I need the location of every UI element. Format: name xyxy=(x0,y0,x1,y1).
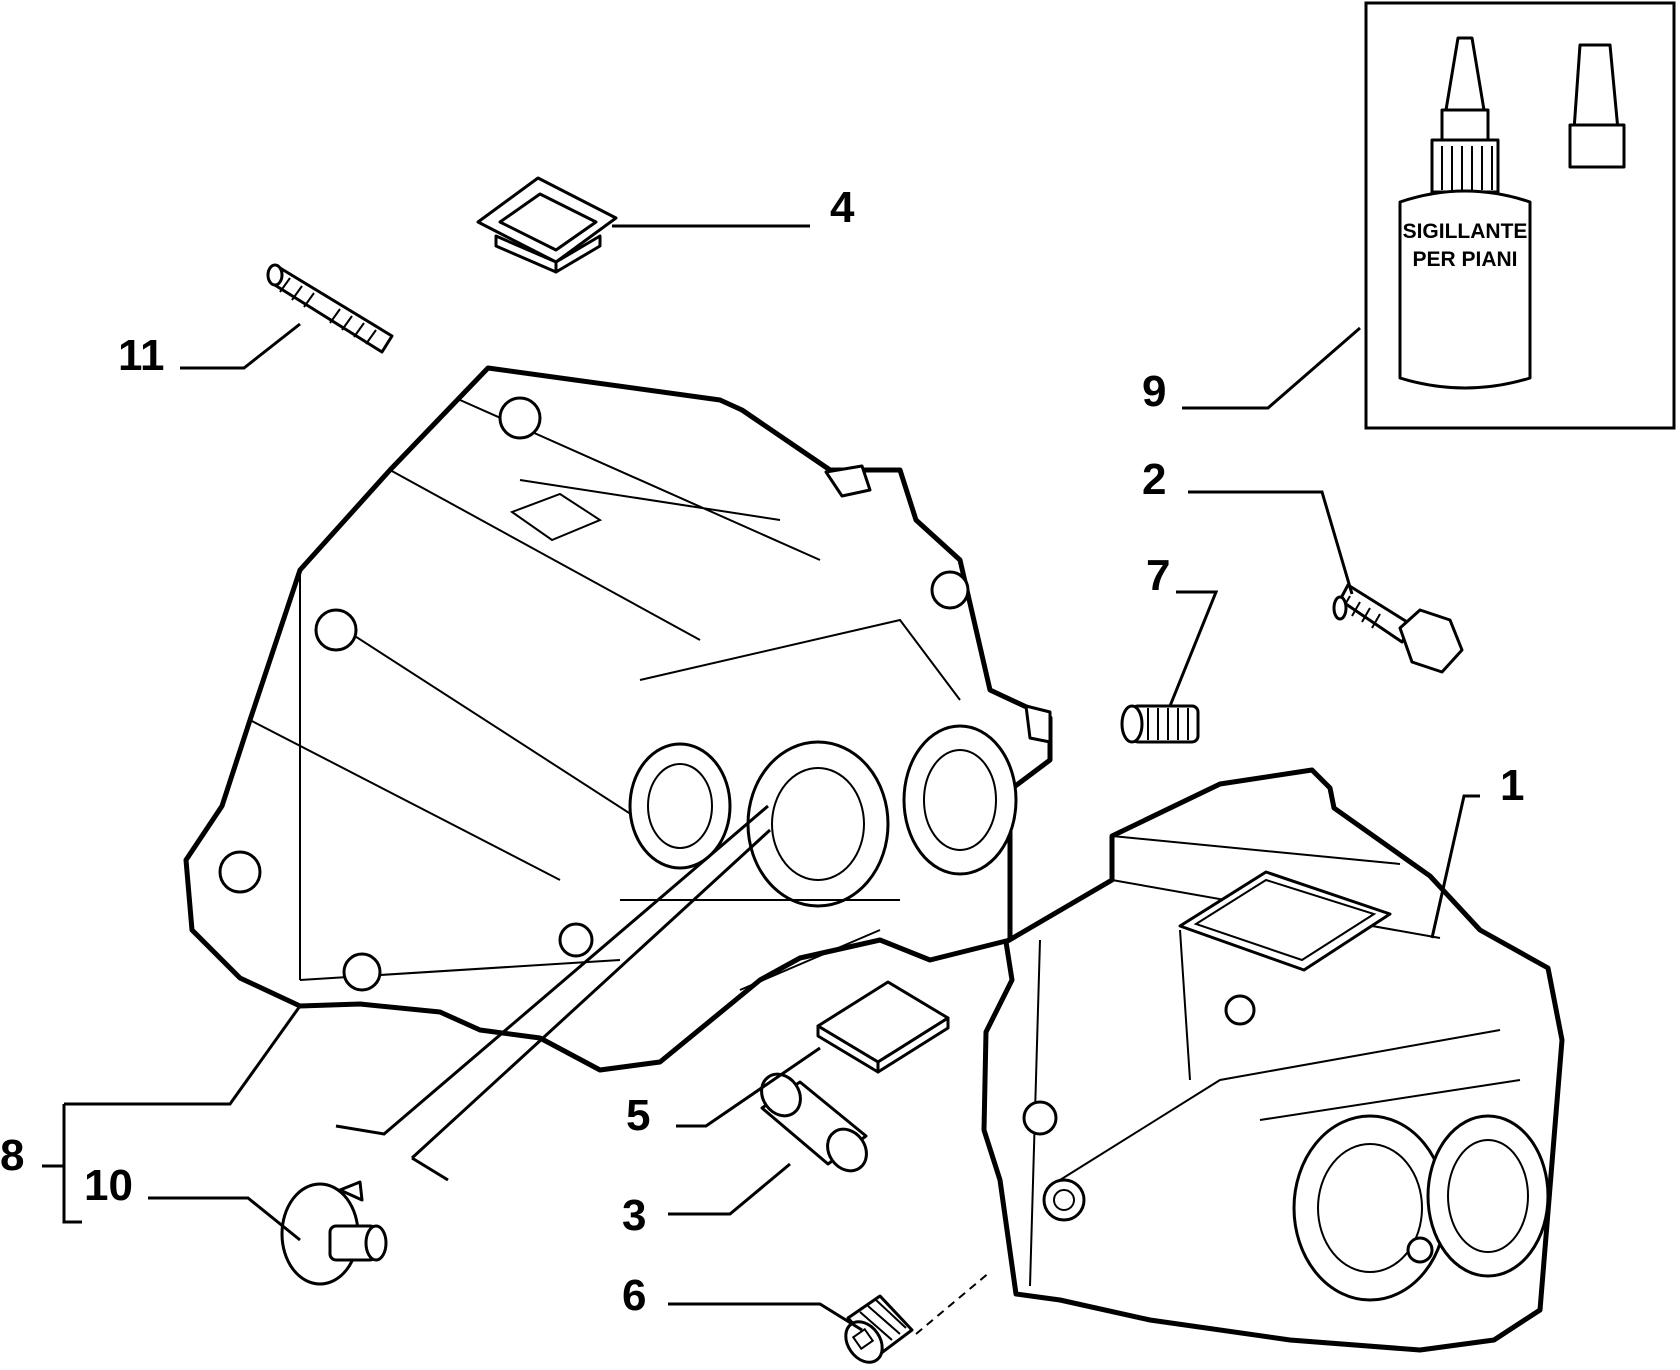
label-1: 1 xyxy=(1500,761,1524,810)
label-10: 10 xyxy=(84,1161,133,1210)
label-2: 2 xyxy=(1142,455,1166,504)
label-11: 11 xyxy=(118,331,165,380)
leader-5 xyxy=(676,1046,821,1128)
dowel-pin-part xyxy=(760,1072,868,1173)
leader-1 xyxy=(1430,794,1480,939)
bottle-cap xyxy=(1568,43,1626,169)
clutch-housing-part xyxy=(183,365,1053,1073)
threaded-plug-part xyxy=(1120,704,1200,744)
gasket-part xyxy=(816,980,950,1074)
small-plug-part xyxy=(844,1271,991,1364)
gearbox-casing-part xyxy=(981,767,1565,1353)
part-labels: 1 2 3 4 5 6 7 8 9 10 11 xyxy=(0,183,1524,1320)
leader-7 xyxy=(1168,590,1219,707)
leader-2 xyxy=(1188,490,1354,595)
leader-8b xyxy=(335,804,769,1136)
breather-part xyxy=(280,1180,388,1286)
inset-frame xyxy=(1364,1,1676,430)
leader-9 xyxy=(1182,326,1361,410)
leader-8a xyxy=(64,1005,302,1106)
leader-8-bracket xyxy=(42,1104,82,1224)
sealant-inset: SIGILLANTE PER PIANI xyxy=(1364,1,1676,430)
leader-10 xyxy=(148,1196,301,1242)
leader-8c xyxy=(410,828,772,1182)
label-3: 3 xyxy=(622,1191,646,1240)
leader-3 xyxy=(668,1162,791,1216)
bottle-label-line1: SIGILLANTE xyxy=(1403,220,1528,243)
leader-11 xyxy=(180,322,301,370)
label-5: 5 xyxy=(626,1091,650,1140)
leader-6 xyxy=(668,1302,863,1332)
stud-part xyxy=(266,263,394,354)
label-7: 7 xyxy=(1146,551,1170,600)
label-8: 8 xyxy=(0,1131,24,1180)
sealant-bottle: SIGILLANTE PER PIANI xyxy=(1398,36,1532,390)
label-4: 4 xyxy=(830,183,855,232)
square-plug-part xyxy=(476,176,618,274)
label-9: 9 xyxy=(1142,367,1166,416)
bottle-label-line2: PER PIANI xyxy=(1412,248,1517,271)
leader-lines xyxy=(42,224,1480,1332)
label-6: 6 xyxy=(622,1271,646,1320)
bolt-part xyxy=(1332,583,1464,674)
